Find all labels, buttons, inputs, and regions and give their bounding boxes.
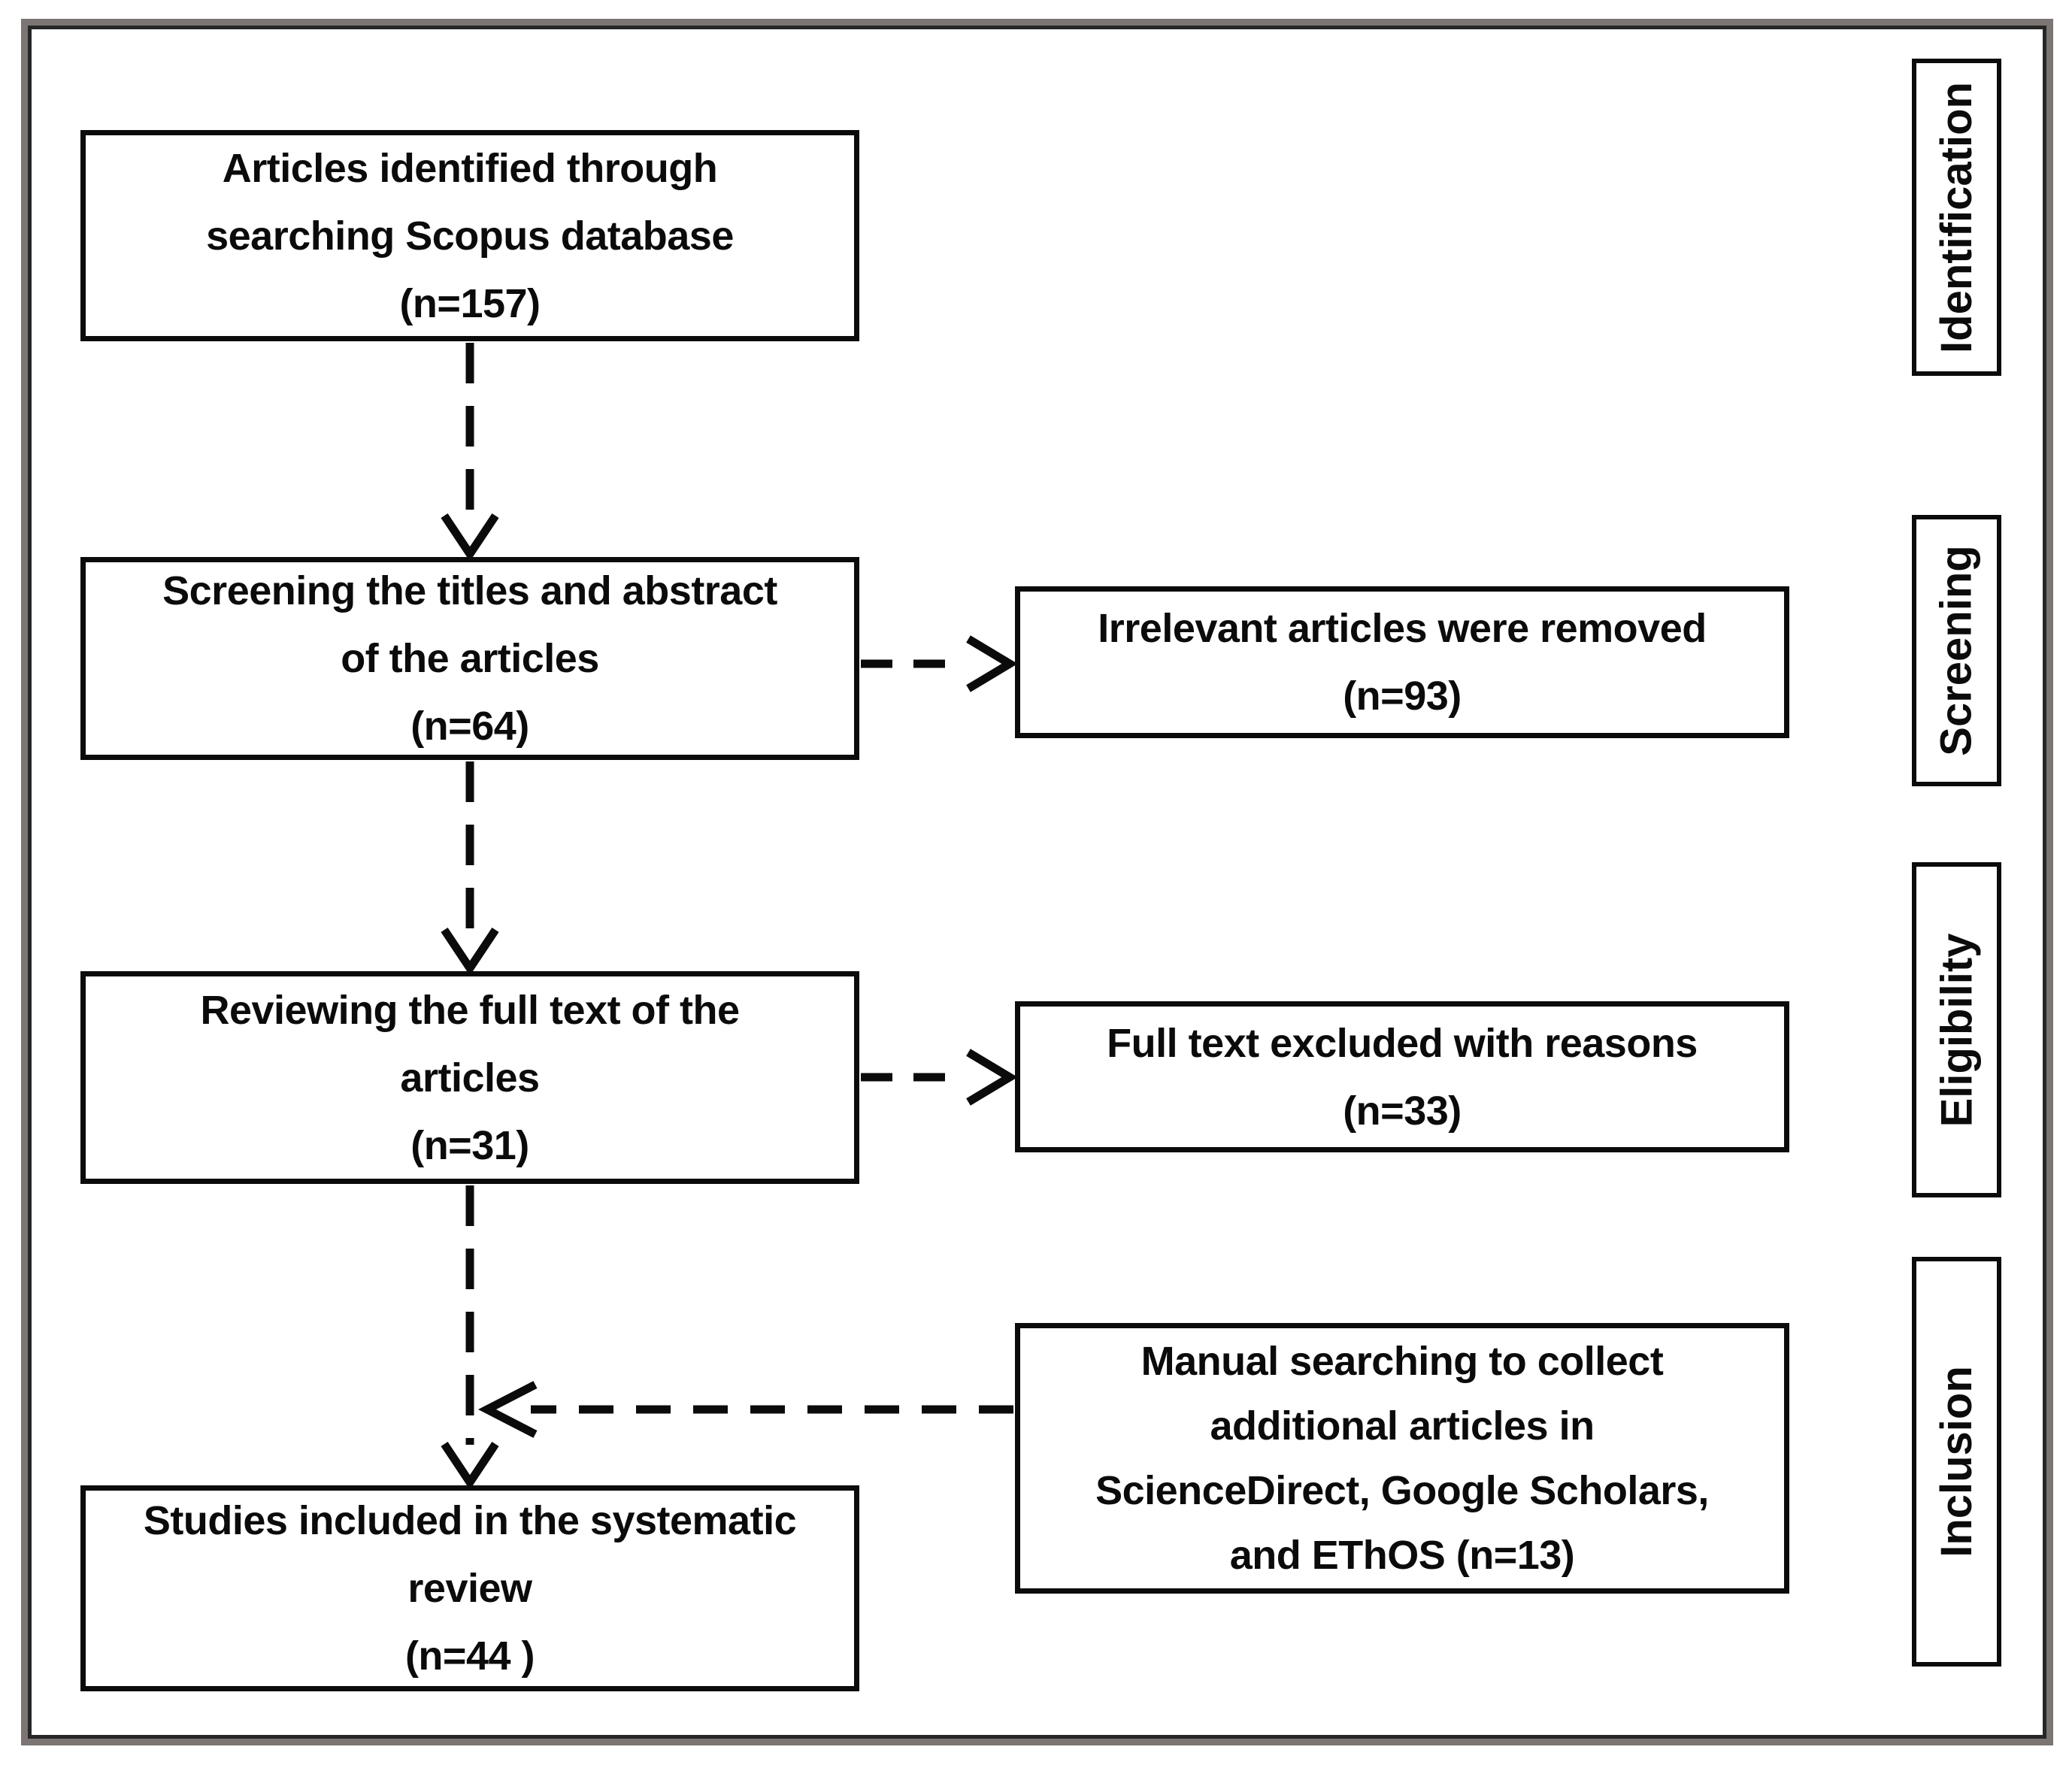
stage-tab-inclusion: Inclusion xyxy=(1912,1257,2001,1667)
stage-label-screening: Screening xyxy=(1932,545,1981,756)
stage-label-eligibility: Eligibility xyxy=(1932,933,1981,1127)
stage-label-inclusion: Inclusion xyxy=(1932,1366,1982,1558)
stage-tab-eligibility: Eligibility xyxy=(1912,862,2001,1197)
box-manual-search: Manual searching to collect additional a… xyxy=(1015,1323,1789,1594)
box-articles-identified: Articles identified through searching Sc… xyxy=(80,130,859,341)
box-studies-included: Studies included in the systematic revie… xyxy=(80,1485,859,1691)
box-screening-titles-abstract: Screening the titles and abstract of the… xyxy=(80,557,859,760)
box-fulltext-excluded: Full text excluded with reasons (n=33) xyxy=(1015,1001,1789,1152)
stage-tab-screening: Screening xyxy=(1912,515,2001,786)
box-irrelevant-removed: Irrelevant articles were removed (n=93) xyxy=(1015,586,1789,738)
stage-tab-identification: Identification xyxy=(1912,59,2001,376)
stage-label-identification: Identification xyxy=(1932,81,1982,353)
box-fulltext-review: Reviewing the full text of the articles … xyxy=(80,971,859,1184)
